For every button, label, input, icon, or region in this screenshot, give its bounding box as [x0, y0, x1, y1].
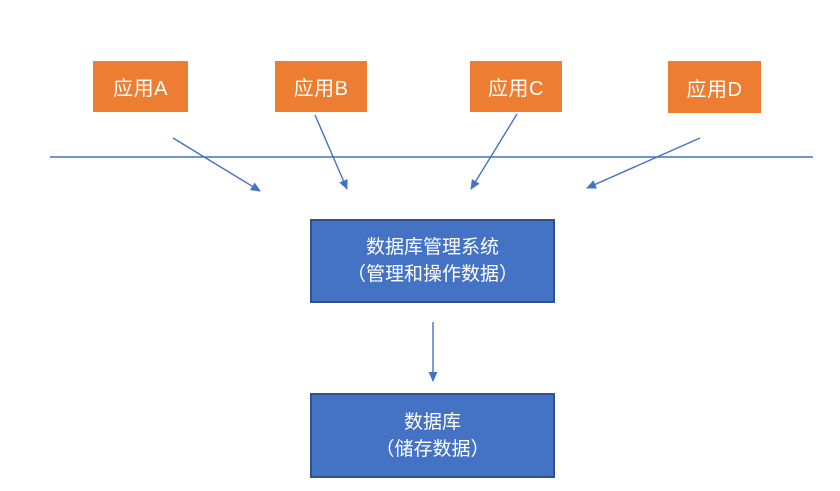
node-app-b: 应用B [275, 61, 367, 112]
node-database-subtitle: （储存数据） [375, 438, 490, 460]
node-app-a: 应用A [93, 61, 188, 112]
node-dbms: 数据库管理系统 （管理和操作数据） [310, 219, 555, 303]
arrow-app-b-to-dbms [314, 114, 348, 190]
arrow-app-a-to-dbms [172, 137, 261, 192]
node-app-d-label: 应用D [686, 78, 743, 101]
node-database: 数据库 （储存数据） [310, 393, 555, 478]
arrow-app-d-to-dbms [586, 137, 701, 189]
node-app-c: 应用C [470, 61, 562, 112]
node-app-a-label: 应用A [113, 78, 168, 100]
node-dbms-title: 数据库管理系统 [365, 237, 499, 258]
node-app-b-label: 应用B [293, 78, 349, 100]
node-app-c-label: 应用C [488, 78, 544, 100]
node-dbms-subtitle: （管理和操作数据） [346, 264, 518, 285]
arrow-app-c-to-dbms [470, 113, 518, 190]
node-app-d: 应用D [668, 61, 761, 113]
node-database-title: 数据库 [403, 411, 461, 433]
